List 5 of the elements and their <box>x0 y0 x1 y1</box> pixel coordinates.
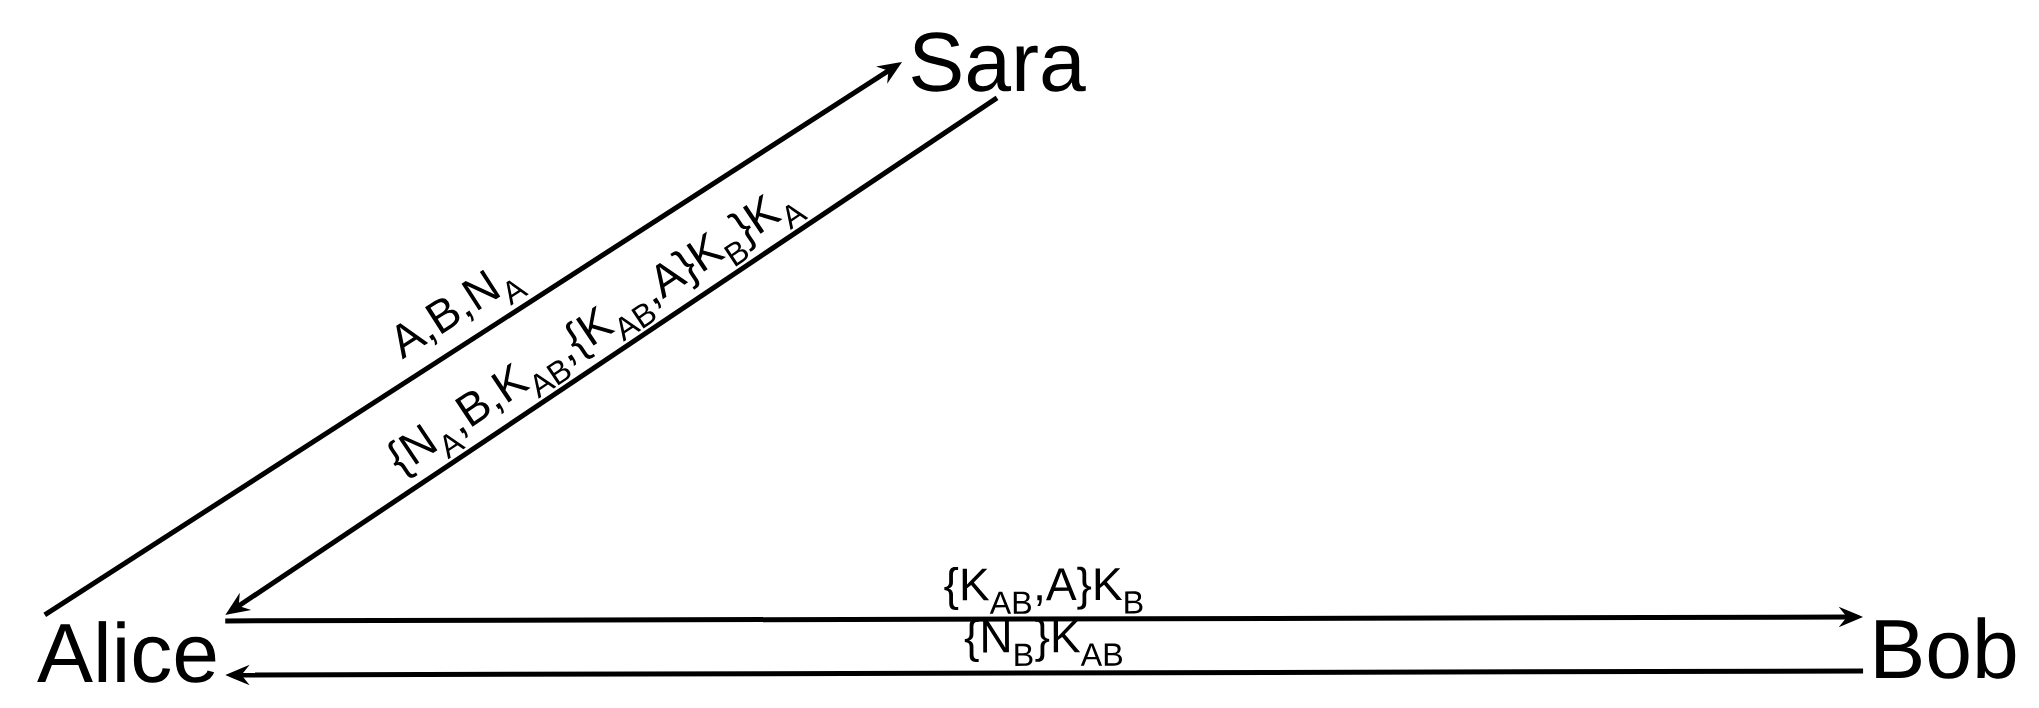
participant-name: Sara <box>912 32 1086 92</box>
edge-label: {N$_{B}$}K$_{AB}$ <box>964 618 1122 666</box>
participant-name: Alice <box>37 621 216 683</box>
edge-label: {K$_{AB}$,A}K$_{B}$ <box>944 566 1143 614</box>
participant-name: Bob <box>1876 617 2016 679</box>
